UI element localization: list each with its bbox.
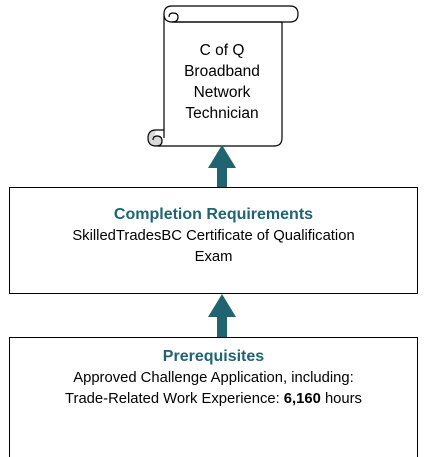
prerequisites-title: Prerequisites xyxy=(162,348,265,365)
certificate-line-2: Broadband xyxy=(184,63,260,80)
completion-requirement-line-1: SkilledTradesBC Certificate of Qualifica… xyxy=(72,228,355,244)
certificate-title: C of Q Broadband Network Technician xyxy=(170,26,274,138)
arrow-to-completion xyxy=(208,294,236,338)
experience-hours-value: 6,160 xyxy=(283,391,321,407)
experience-hours-unit: hours xyxy=(320,391,362,407)
completion-requirement-line-2: Exam xyxy=(194,249,233,265)
completion-requirements-title: Completion Requirements xyxy=(113,206,314,223)
prerequisites-body: Approved Challenge Application, includin… xyxy=(65,368,362,410)
prerequisites-box: Prerequisites Approved Challenge Applica… xyxy=(9,337,418,457)
certificate-line-1: C of Q xyxy=(199,42,245,59)
prerequisite-experience-line: Trade-Related Work Experience: 6,160 hou… xyxy=(65,389,362,410)
certificate-scroll-icon xyxy=(147,5,299,147)
completion-requirements-body: SkilledTradesBC Certificate of Qualifica… xyxy=(72,226,354,268)
completion-requirements-box: Completion Requirements SkilledTradesBC … xyxy=(9,187,418,294)
prerequisite-application-line: Approved Challenge Application, includin… xyxy=(73,370,354,386)
experience-label: Trade-Related Work Experience: xyxy=(65,391,284,407)
certificate-line-4: Technician xyxy=(185,105,259,122)
certificate-line-3: Network xyxy=(193,84,251,101)
arrow-to-certificate xyxy=(208,145,236,188)
